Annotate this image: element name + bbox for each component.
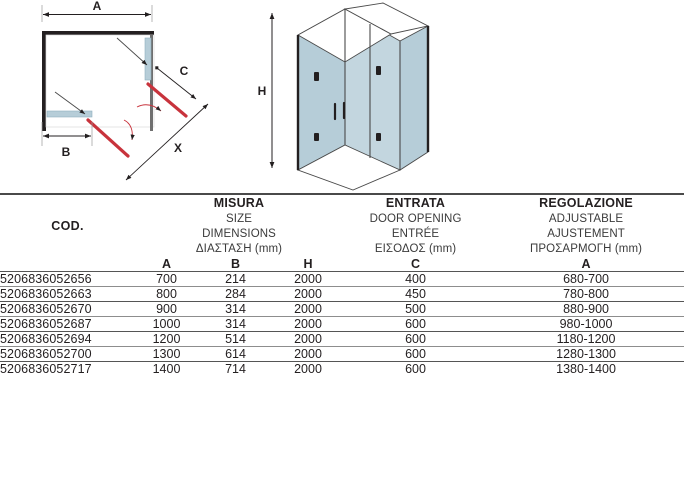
cell-a: 700 xyxy=(135,271,198,287)
cell-a: 1300 xyxy=(135,346,198,362)
subheader-a: A xyxy=(161,257,172,272)
table-row: 5206836052700 1300 614 2000 600 1280-130… xyxy=(0,346,684,362)
header-regolazione-fr: AJUSTEMENT xyxy=(547,227,625,240)
cell-code: 5206836052700 xyxy=(0,346,135,362)
cell-h: 2000 xyxy=(273,331,344,347)
cell-code: 5206836052670 xyxy=(0,301,135,317)
header-regolazione-el: ΠΡΟΣΑΡΜΟΓΗ (mm) xyxy=(530,242,643,255)
door-handle-icons xyxy=(333,101,346,121)
header-size-en: SIZE xyxy=(226,212,252,225)
cell-adjust: 680-700 xyxy=(488,271,684,287)
cell-code: 5206836052687 xyxy=(0,316,135,332)
header-entrata-en: DOOR OPENING xyxy=(369,212,462,225)
dimension-c: C xyxy=(155,64,197,100)
dimension-x-label: X xyxy=(174,141,182,155)
header-cell-size: MISURA SIZE DIMENSIONS ΔΙΑΣΤΑΣΗ (mm) xyxy=(135,192,344,258)
cell-h: 2000 xyxy=(273,316,344,332)
dimension-x: X xyxy=(125,103,209,181)
table-subheader-row: A B H C A xyxy=(0,257,684,272)
header-regolazione-it: REGOLAZIONE xyxy=(539,196,633,210)
table-row: 5206836052656 700 214 2000 400 680-700 xyxy=(0,271,684,287)
cell-adjust: 980-1000 xyxy=(488,316,684,332)
header-code-label: COD. xyxy=(51,219,84,233)
cell-c: 600 xyxy=(343,316,489,332)
cell-a: 800 xyxy=(135,286,198,302)
header-cell-adjustable: REGOLAZIONE ADJUSTABLE AJUSTEMENT ΠΡΟΣΑΡ… xyxy=(488,192,684,258)
cell-c: 600 xyxy=(343,331,489,347)
isometric-view-diagram: H xyxy=(258,2,430,191)
cell-a: 900 xyxy=(135,301,198,317)
cell-adjust: 1180-1200 xyxy=(488,331,684,347)
table-row: 5206836052663 800 284 2000 450 780-800 xyxy=(0,286,684,302)
cell-b: 714 xyxy=(198,361,273,377)
cell-b: 614 xyxy=(198,346,273,362)
cell-adjust: 1380-1400 xyxy=(488,361,684,377)
cell-b: 314 xyxy=(198,301,273,317)
dimension-c-label: C xyxy=(180,64,189,78)
shower-enclosure-3d xyxy=(296,2,430,191)
cell-b: 514 xyxy=(198,331,273,347)
table-row: 5206836052717 1400 714 2000 600 1380-140… xyxy=(0,361,684,377)
cell-b: 314 xyxy=(198,316,273,332)
cell-c: 500 xyxy=(343,301,489,317)
header-entrata-it: ENTRATA xyxy=(385,196,446,210)
cell-h: 2000 xyxy=(273,346,344,362)
hinge-icons xyxy=(314,66,381,141)
cell-c: 600 xyxy=(343,346,489,362)
glass-panels-plan xyxy=(46,37,152,118)
dimension-b: B xyxy=(41,122,93,159)
header-regolazione-en: ADJUSTABLE xyxy=(548,212,624,225)
table-row: 5206836052670 900 314 2000 500 880-900 xyxy=(0,301,684,317)
cell-adjust: 1280-1300 xyxy=(488,346,684,362)
cell-h: 2000 xyxy=(273,271,344,287)
cell-code: 5206836052694 xyxy=(0,331,135,347)
subheader-c: C xyxy=(411,257,421,272)
header-entrata-el: ΕΙΣΟΔΟΣ (mm) xyxy=(374,242,457,255)
cell-c: 450 xyxy=(343,286,489,302)
subheader-adjust: A xyxy=(581,257,591,272)
cell-code: 5206836052663 xyxy=(0,286,135,302)
cell-a: 1400 xyxy=(135,361,198,377)
cell-c: 400 xyxy=(343,271,489,287)
table-header-row: COD. MISURA SIZE DIMENSIONS ΔΙΑΣΤΑΣΗ (mm… xyxy=(0,192,684,258)
cell-adjust: 780-800 xyxy=(488,286,684,302)
cell-b: 214 xyxy=(198,271,273,287)
cell-a: 1200 xyxy=(135,331,198,347)
specification-table: COD. MISURA SIZE DIMENSIONS ΔΙΑΣΤΑΣΗ (mm… xyxy=(0,192,684,377)
header-size-it: MISURA xyxy=(213,196,265,210)
cell-code: 5206836052656 xyxy=(0,271,135,287)
subheader-h: H xyxy=(303,257,313,272)
cell-c: 600 xyxy=(343,361,489,377)
header-size-en2: DIMENSIONS xyxy=(202,227,276,240)
subheader-blank xyxy=(0,257,135,272)
dimension-a-label: A xyxy=(93,0,102,13)
dimension-h: H xyxy=(258,13,275,168)
cell-h: 2000 xyxy=(273,361,344,377)
header-cell-code: COD. xyxy=(0,192,135,258)
dimension-b-label: B xyxy=(62,145,71,159)
header-size-el: ΔΙΑΣΤΑΣΗ (mm) xyxy=(195,242,283,255)
cell-h: 2000 xyxy=(273,286,344,302)
dimension-a: A xyxy=(41,0,153,22)
dimension-h-label: H xyxy=(258,84,267,98)
cell-h: 2000 xyxy=(273,301,344,317)
cell-adjust: 880-900 xyxy=(488,301,684,317)
plan-view-diagram: A xyxy=(41,0,209,181)
subheader-b: B xyxy=(230,257,241,272)
technical-drawings: A xyxy=(0,0,684,193)
header-cell-door-opening: ENTRATA DOOR OPENING ENTRÉE ΕΙΣΟΔΟΣ (mm) xyxy=(343,192,489,258)
hinge-leaders xyxy=(54,37,148,115)
cell-b: 284 xyxy=(198,286,273,302)
table-row: 5206836052694 1200 514 2000 600 1180-120… xyxy=(0,331,684,347)
cell-code: 5206836052717 xyxy=(0,361,135,377)
table-row: 5206836052687 1000 314 2000 600 980-1000 xyxy=(0,316,684,332)
header-entrata-fr: ENTRÉE xyxy=(391,227,440,240)
cell-a: 1000 xyxy=(135,316,198,332)
